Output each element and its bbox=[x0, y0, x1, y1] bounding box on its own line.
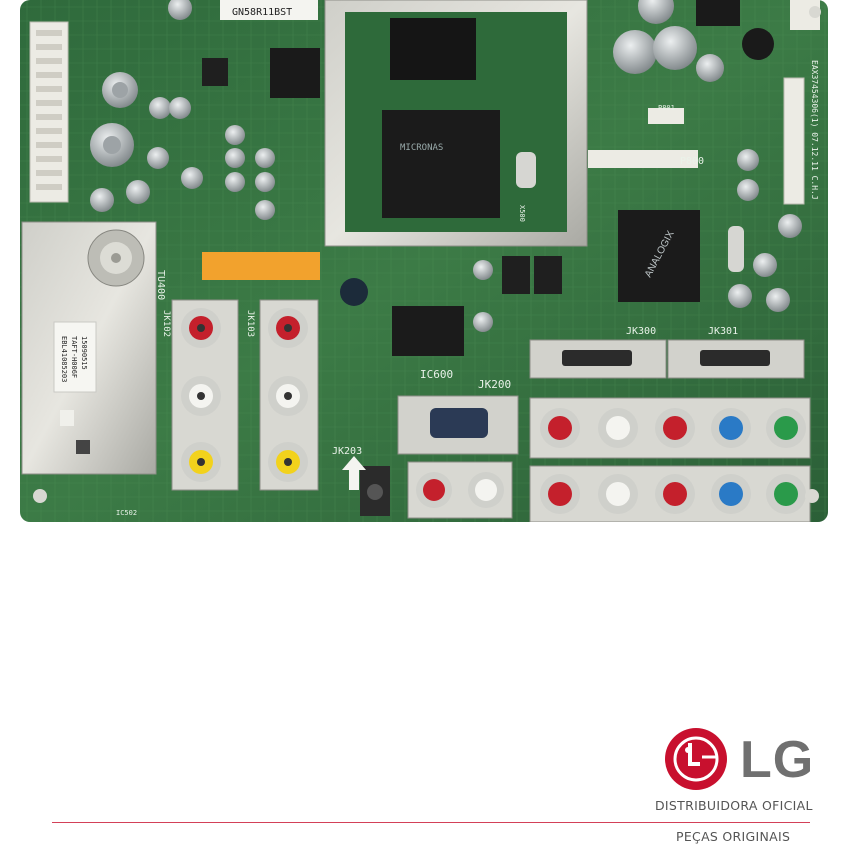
tuner-label-line1: EBL41085203 bbox=[60, 336, 68, 382]
silk-tu400: TU400 bbox=[155, 270, 166, 300]
mounting-hole bbox=[805, 489, 819, 503]
orange-label bbox=[202, 252, 320, 280]
silk-jk103: JK103 bbox=[245, 310, 255, 337]
micronas-chip-label: MICRONAS bbox=[400, 143, 443, 153]
tuner-module: EBL41085203 TAFT-H006F 15090515 bbox=[21, 221, 157, 475]
analogix-chip bbox=[618, 210, 700, 302]
silk-jk301: JK301 bbox=[708, 326, 738, 337]
barcode-sticker bbox=[340, 278, 368, 306]
main-processor-chip bbox=[382, 110, 500, 218]
mounting-hole bbox=[33, 489, 47, 503]
silk-jk203: JK203 bbox=[332, 446, 362, 457]
lg-wordmark: LG bbox=[740, 731, 815, 789]
silk-jk300: JK300 bbox=[626, 326, 656, 337]
metal-shield: MICRONAS X500 bbox=[324, 0, 588, 247]
pecas-originais-text: PEÇAS ORIGINAIS bbox=[676, 829, 791, 844]
vga-port bbox=[397, 395, 519, 455]
board-label bbox=[220, 0, 318, 20]
tuner-label-line2: TAFT-H006F bbox=[70, 336, 78, 378]
silk-board-id: EAX37454306(1) 07.12.11 C.H.J bbox=[810, 60, 819, 200]
silk-ic502: IC502 bbox=[116, 509, 137, 517]
hdmi-ports bbox=[529, 339, 805, 379]
audio-jacks-bottom bbox=[342, 456, 513, 519]
rca-jacks-left bbox=[171, 299, 319, 491]
distribuidora-oficial-text: DISTRIBUIDORA OFICIAL bbox=[655, 798, 813, 813]
capacitors-cluster-right bbox=[588, 0, 820, 312]
capacitors-cluster-left bbox=[90, 0, 320, 220]
lg-logo-icon bbox=[665, 728, 727, 790]
ic-chip-mid bbox=[392, 306, 464, 356]
silk-ic600: IC600 bbox=[420, 368, 453, 381]
board-label-text: GN58R11BST bbox=[232, 7, 292, 18]
silk-p801: P801 bbox=[658, 104, 675, 112]
circuit-board-photo: GN58R11BST MICRONAS X500 bbox=[20, 0, 828, 522]
silk-jk200: JK200 bbox=[478, 378, 511, 391]
white-connector-left bbox=[29, 21, 69, 203]
x500-label: X500 bbox=[518, 205, 526, 222]
tuner-label-line3: 15090515 bbox=[80, 336, 88, 370]
divider-line bbox=[52, 822, 810, 823]
rca-jacks-right bbox=[529, 397, 811, 522]
silk-jk102: JK102 bbox=[161, 310, 171, 337]
mounting-hole bbox=[809, 6, 821, 18]
silk-p800: P800 bbox=[680, 156, 704, 167]
lg-logo bbox=[664, 727, 814, 791]
